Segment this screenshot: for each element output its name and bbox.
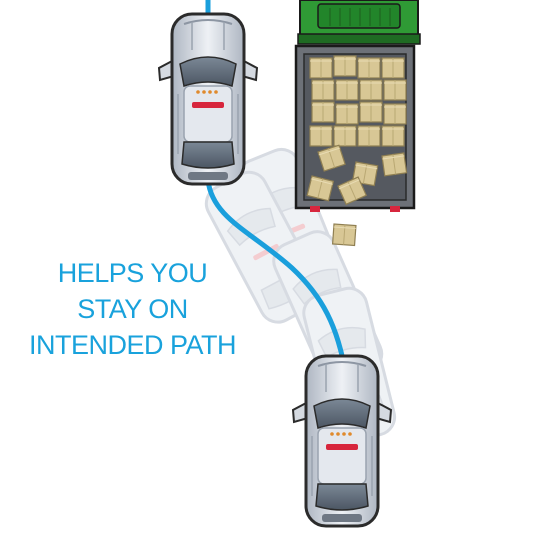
cargo-box-icon [333,55,357,77]
caption-line: STAY ON [77,294,188,324]
cargo-box-icon [332,223,357,247]
car-icon [291,354,393,528]
intended-path-line [205,0,349,379]
cargo-box-icon [335,103,359,125]
cargo-box-icon [357,125,381,147]
cargo-box-icon [359,79,383,101]
cargo-box-icon [333,125,357,147]
car-icon [157,12,259,186]
cargo-box-icon [335,79,359,101]
cargo-box-icon [309,125,333,147]
cargo-box-icon [309,57,333,79]
cargo-box-icon [383,79,407,101]
cargo-box-icon [381,125,405,147]
cargo-box-icon [383,103,407,125]
caption-line: HELPS YOU [57,258,208,288]
cargo-box-icon [359,101,383,123]
caption-text: HELPS YOU STAY ON INTENDED PATH [0,255,265,363]
cargo-box-icon [311,101,335,123]
cargo-box-icon [381,152,408,177]
cargo-box-icon [381,57,405,79]
caption-line: INTENDED PATH [28,330,237,360]
cargo-box-icon [311,79,335,101]
cargo-box-icon [357,57,381,79]
